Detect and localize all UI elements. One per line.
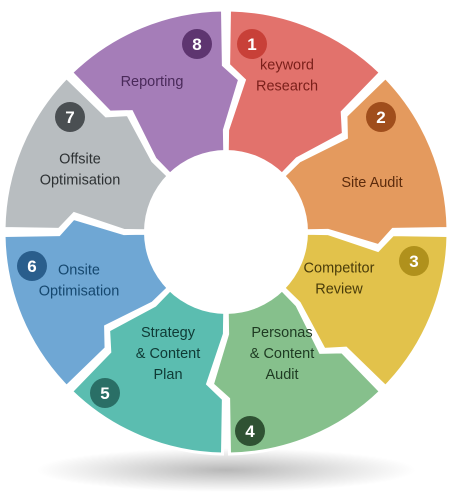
step-badge-circle [182,29,212,59]
segment-label-line: Reporting [121,74,184,90]
segment-label-line: Optimisation [40,173,121,189]
step-badge-number: 7 [65,108,74,127]
segment-label-8: Reporting [121,74,184,90]
step-badge-circle [399,246,429,276]
step-badge-number: 1 [247,35,256,54]
segment-label-line: & Content [136,346,201,362]
step-badge-1: 1 [237,29,267,59]
segment-label-line: keyword [260,58,314,74]
segment-label-line: Competitor [304,261,375,277]
segment-label-line: Review [315,282,363,298]
segment-label-line: Site Audit [341,175,402,191]
step-badge-number: 4 [245,422,255,441]
step-badge-circle [90,378,120,408]
segment-label-line: Audit [265,367,298,383]
cycle-badges: 1 2 3 4 5 6 7 8 [17,29,429,446]
segment-label-line: Strategy [141,325,196,341]
step-badge-circle [55,102,85,132]
step-badge-circle [235,416,265,446]
step-badge-2: 2 [366,102,396,132]
step-badge-circle [17,251,47,281]
step-badge-6: 6 [17,251,47,281]
step-badge-number: 8 [192,35,201,54]
segment-label-line: & Content [250,346,315,362]
center-hole [144,150,308,314]
step-badge-3: 3 [399,246,429,276]
step-badge-4: 4 [235,416,265,446]
segment-label-2: Site Audit [341,175,402,191]
segment-label-line: Personas [251,325,312,341]
segment-label-line: Plan [153,367,182,383]
step-badge-circle [237,29,267,59]
segment-label-line: Research [256,79,318,95]
step-badge-number: 2 [376,108,385,127]
step-badge-circle [366,102,396,132]
segment-label-line: Offsite [59,152,101,168]
step-badge-8: 8 [182,29,212,59]
segment-label-line: Onsite [58,263,100,279]
ground-shadow [36,448,416,492]
segment-label-line: Optimisation [39,284,120,300]
step-badge-7: 7 [55,102,85,132]
step-badge-5: 5 [90,378,120,408]
step-badge-number: 3 [409,252,418,271]
step-badge-number: 5 [100,384,109,403]
step-badge-number: 6 [27,257,36,276]
